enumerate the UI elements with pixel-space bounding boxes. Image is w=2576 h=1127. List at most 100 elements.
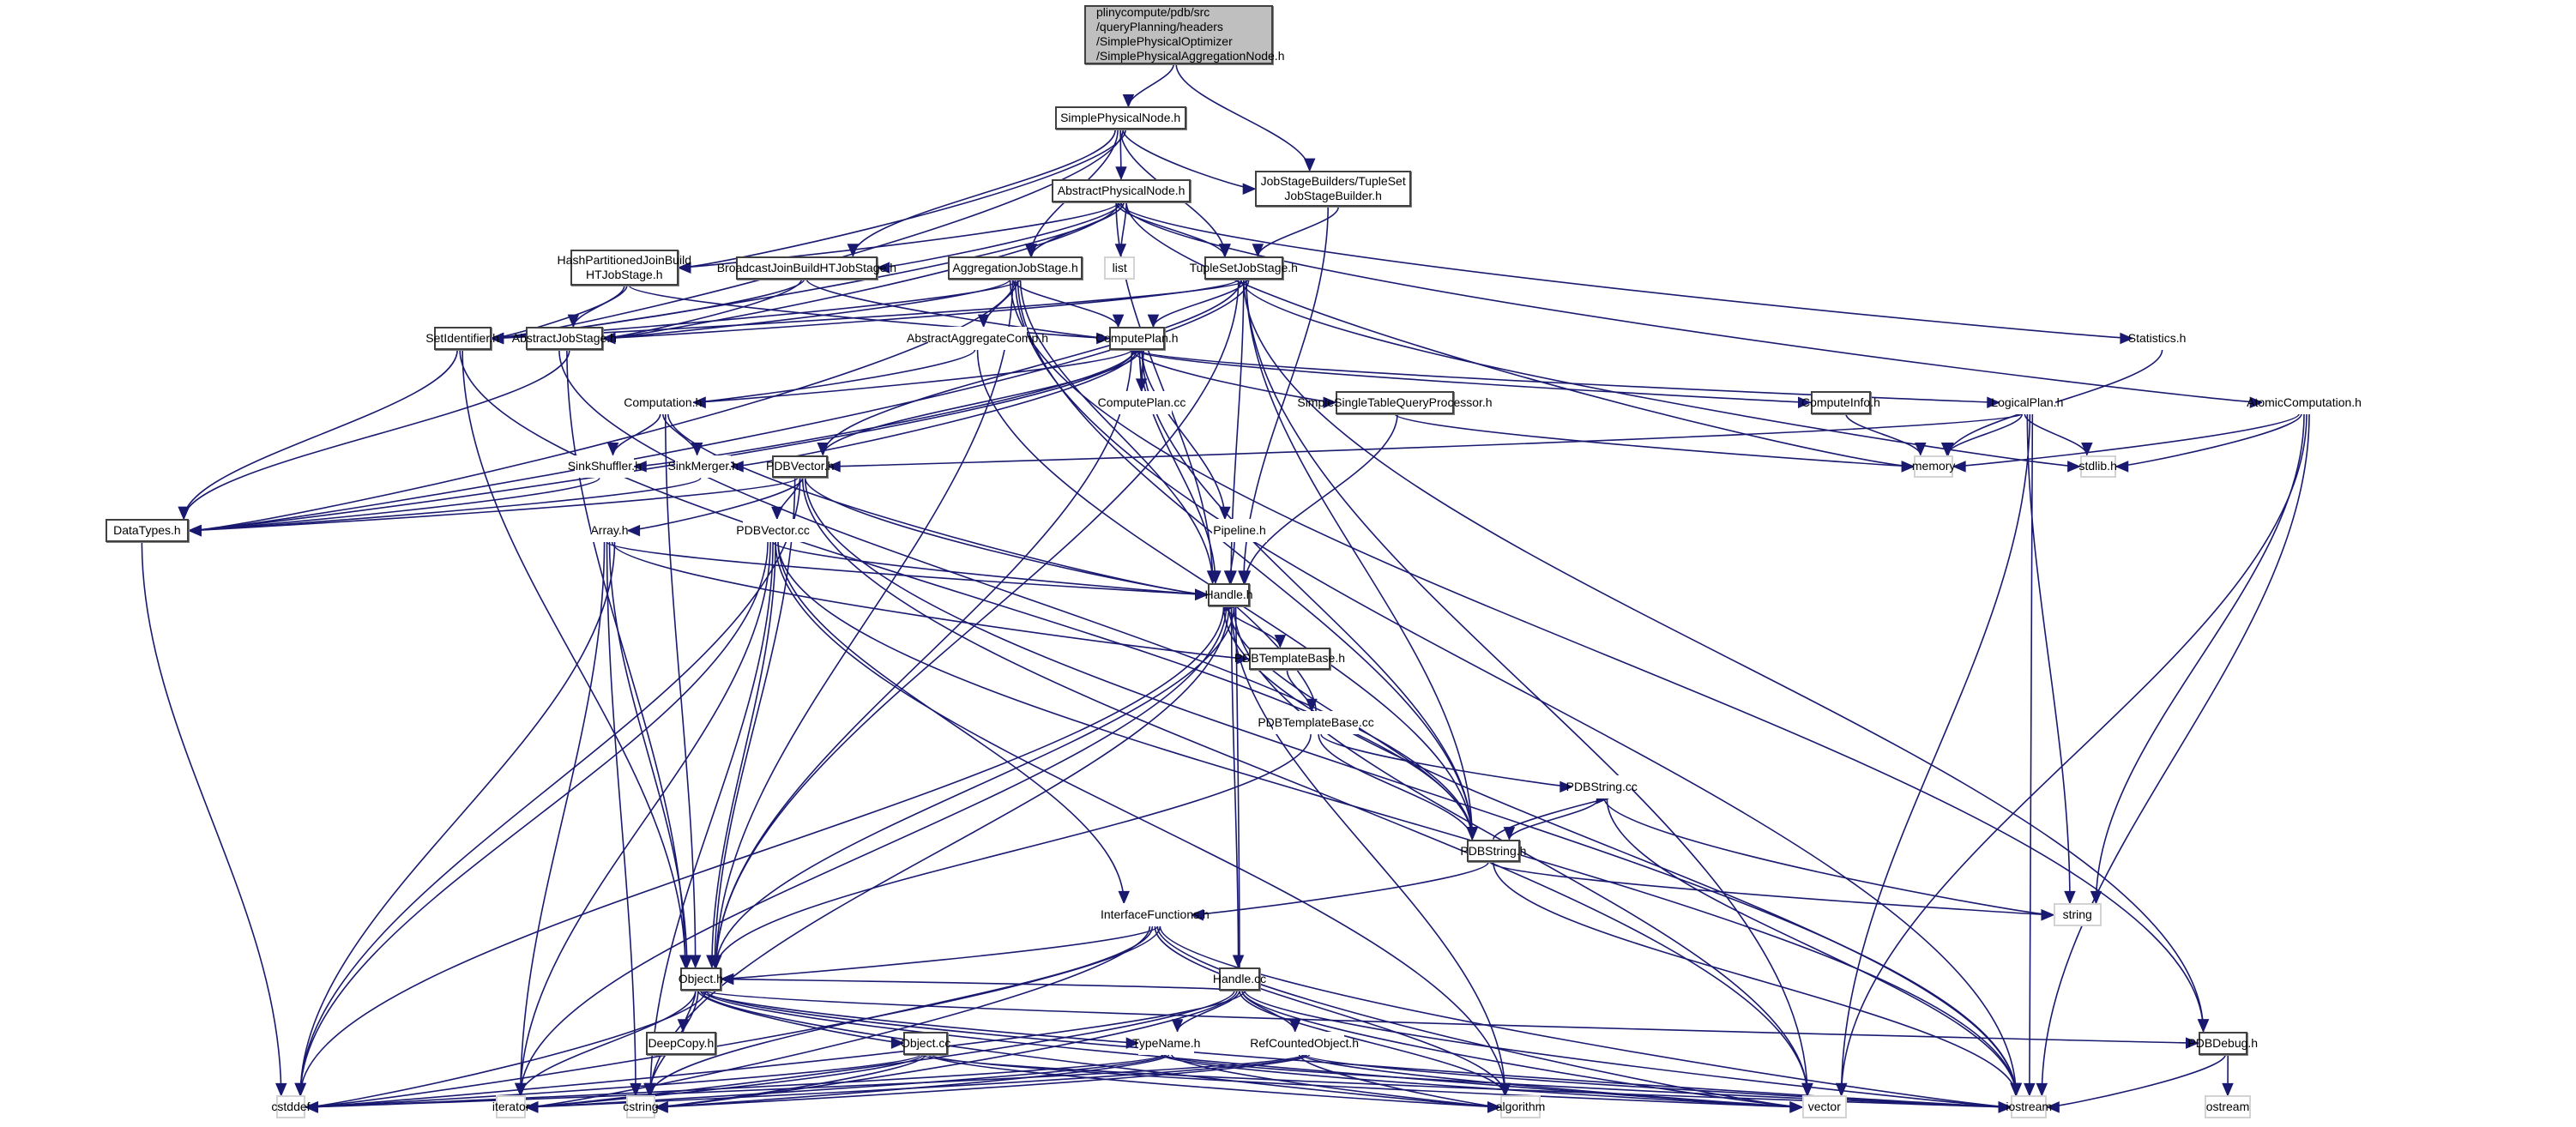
graph-node-algorithm[interactable]: algorithm [1500, 1095, 1541, 1118]
graph-node-simple-single-table-query-processor[interactable]: SimpleSingleTableQueryProcessor.h [1336, 391, 1454, 414]
graph-node-broadcast-join-build-htjob-stage[interactable]: BroadcastJoinBuildHTJobStage.h [736, 256, 878, 280]
edge-logical-plan-to-iostream [2030, 414, 2032, 1096]
graph-node-root[interactable]: plinycompute/pdb/src /queryPlanning/head… [1084, 5, 1273, 64]
node-label: PDBTemplateBase.h [1234, 651, 1345, 666]
node-label: Handle.cc [1213, 972, 1266, 986]
graph-node-iterator[interactable]: iterator [496, 1095, 525, 1118]
edge-pdbdebug-to-iostream [2047, 1055, 2225, 1107]
node-label: SetIdentifier.h [425, 331, 499, 346]
edge-interface-functions-to-cstddef [305, 926, 1160, 1107]
edge-data-types-to-cstddef [142, 542, 281, 1095]
graph-node-data-types[interactable]: DataTypes.h [106, 519, 190, 542]
graph-node-pdbvector--cc[interactable]: PDBVector.cc [743, 519, 804, 542]
arrowhead-icon [2116, 461, 2128, 472]
arrowhead-icon [608, 443, 618, 455]
graph-node-aggregation-job-stage[interactable]: AggregationJobStage.h [948, 256, 1083, 280]
graph-node-object[interactable]: Object.h [680, 967, 721, 991]
edge-ref-counted-object-to-cstring [655, 1055, 1309, 1107]
graph-node-set-identifier[interactable]: SetIdentifier.h [434, 327, 492, 350]
graph-node-pdbstring[interactable]: PDBString.h [1467, 840, 1519, 863]
graph-node-abstract-aggregate-comp[interactable]: AbstractAggregateComp.h [928, 327, 1027, 350]
graph-node-tuple-set-job-stage[interactable]: TupleSetJobStage.h [1204, 256, 1283, 280]
graph-node-compute-plan[interactable]: ComputePlan.h [1109, 327, 1165, 350]
graph-node-abstract-physical-node[interactable]: AbstractPhysicalNode.h [1052, 179, 1191, 202]
graph-node-deep-copy[interactable]: DeepCopy.h [646, 1032, 716, 1055]
node-label: stdlib.h [2079, 459, 2117, 473]
graph-node-cstddef[interactable]: cstddef [276, 1095, 305, 1118]
graph-node-object--cc[interactable]: Object.cc [903, 1032, 948, 1055]
graph-node-sink-shuffler[interactable]: SinkShuffler.h [575, 455, 634, 479]
arrowhead-icon [2011, 1083, 2021, 1095]
node-label: SinkShuffler.h [568, 459, 642, 473]
arrowhead-icon [772, 507, 782, 519]
graph-node-pdbstring--cc[interactable]: PDBString.cc [1572, 775, 1632, 799]
node-label: iostream [2006, 1100, 2052, 1114]
graph-node-ref-counted-object[interactable]: RefCountedObject.h [1265, 1032, 1344, 1055]
edge-simple-single-table-query-processor-to-memory [1395, 414, 1914, 467]
edge-interface-functions-to-object [721, 926, 1158, 979]
node-label: PDBVector.h [766, 459, 834, 473]
edge-simple-physical-node-to-set-identifier [492, 130, 1124, 338]
node-label: plinycompute/pdb/src /queryPlanning/head… [1096, 5, 1284, 63]
graph-node-handle[interactable]: Handle.h [1208, 583, 1251, 606]
node-label: InterfaceFunctions.h [1101, 907, 1210, 922]
arrowhead-icon [1467, 828, 1477, 840]
graph-node-pdbtemplate-base--cc[interactable]: PDBTemplateBase.cc [1273, 711, 1359, 734]
graph-node-sink-merger[interactable]: SinkMerger.h [675, 455, 731, 479]
graph-node-interface-functions[interactable]: InterfaceFunctions.h [1119, 903, 1191, 926]
edge-compute-plan-to-object [716, 350, 1132, 967]
edge-atomic-computation-to-memory [1953, 414, 2299, 467]
graph-node-vector[interactable]: vector [1802, 1095, 1847, 1118]
edge-handle-to-cstddef [300, 606, 1223, 1096]
arrowhead-icon [628, 526, 640, 536]
arrowhead-icon [1802, 1083, 1813, 1095]
graph-node-hash-partitioned-join-build-htjob-stage[interactable]: HashPartitionedJoinBuild HTJobStage.h [570, 250, 679, 286]
node-label: AbstractJobStage.h [512, 331, 617, 346]
node-label: HashPartitionedJoinBuild HTJobStage.h [558, 253, 691, 282]
node-label: Pipeline.h [1213, 523, 1266, 538]
graph-node-statistics[interactable]: Statistics.h [2133, 327, 2181, 350]
graph-node-simple-physical-node[interactable]: SimplePhysicalNode.h [1055, 106, 1186, 130]
graph-node-abstract-job-stage[interactable]: AbstractJobStage.h [526, 327, 603, 350]
graph-node-iostream[interactable]: iostream [2011, 1095, 2047, 1118]
graph-node-stdlib[interactable]: stdlib.h [2080, 455, 2116, 479]
graph-node-pipeline[interactable]: Pipeline.h [1212, 519, 1266, 542]
graph-node-memory[interactable]: memory [1914, 455, 1953, 479]
edge-pdbvector--cc-to-iostream [778, 542, 2016, 1095]
graph-node-tuple-set-job-stage-builder[interactable]: JobStageBuilders/TupleSet JobStageBuilde… [1255, 171, 1411, 207]
graph-node-type-name[interactable]: TypeName.h [1138, 1032, 1194, 1055]
arrowhead-icon [178, 507, 189, 519]
graph-node-ostream[interactable]: ostream [2205, 1095, 2251, 1118]
node-label: vector [1808, 1100, 1841, 1114]
edge-atomic-computation-to-string [2096, 414, 2305, 904]
graph-node-compute-info[interactable]: ComputeInfo.h [1811, 391, 1872, 414]
graph-node-array[interactable]: Array.h [591, 519, 627, 542]
edge-abstract-aggregate-comp-to-computation [693, 350, 974, 402]
graph-node-cstring[interactable]: cstring [626, 1095, 655, 1118]
graph-node-pdbvector[interactable]: PDBVector.h [772, 455, 828, 479]
graph-node-pdbdebug[interactable]: PDBDebug.h [2199, 1032, 2247, 1055]
edge-array-to-handle [607, 542, 1208, 594]
graph-node-logical-plan[interactable]: LogicalPlan.h [2000, 391, 2055, 414]
node-label: SinkMerger.h [667, 459, 738, 473]
node-label: DataTypes.h [113, 523, 181, 538]
graph-node-computation[interactable]: Computation.h [632, 391, 693, 414]
arrowhead-icon [2024, 1083, 2035, 1095]
node-label: Computation.h [624, 395, 702, 410]
arrowhead-icon [2042, 910, 2054, 920]
graph-node-list[interactable]: list [1104, 256, 1135, 280]
edge-set-identifier-to-data-types [184, 350, 457, 519]
node-label: ComputePlan.cc [1098, 395, 1186, 410]
edge-abstract-physical-node-to-atomic-computation [1121, 202, 2262, 403]
graph-node-handle--cc[interactable]: Handle.cc [1219, 967, 1260, 991]
graph-node-compute-plan--cc[interactable]: ComputePlan.cc [1113, 391, 1172, 414]
edge-pdbvector--cc-to-cstddef [300, 542, 768, 1095]
graph-node-string[interactable]: string [2054, 903, 2102, 926]
edge-abstract-job-stage-to-pdbstring [559, 350, 1472, 840]
graph-node-atomic-computation[interactable]: AtomicComputation.h [2262, 391, 2346, 414]
edge-pdbstring-to-string [1491, 862, 2054, 914]
node-label: cstddef [271, 1100, 310, 1114]
graph-node-pdbtemplate-base[interactable]: PDBTemplateBase.h [1249, 648, 1331, 671]
node-label: iterator [492, 1100, 530, 1114]
edge-pdbvector--cc-to-iterator [521, 542, 770, 1095]
